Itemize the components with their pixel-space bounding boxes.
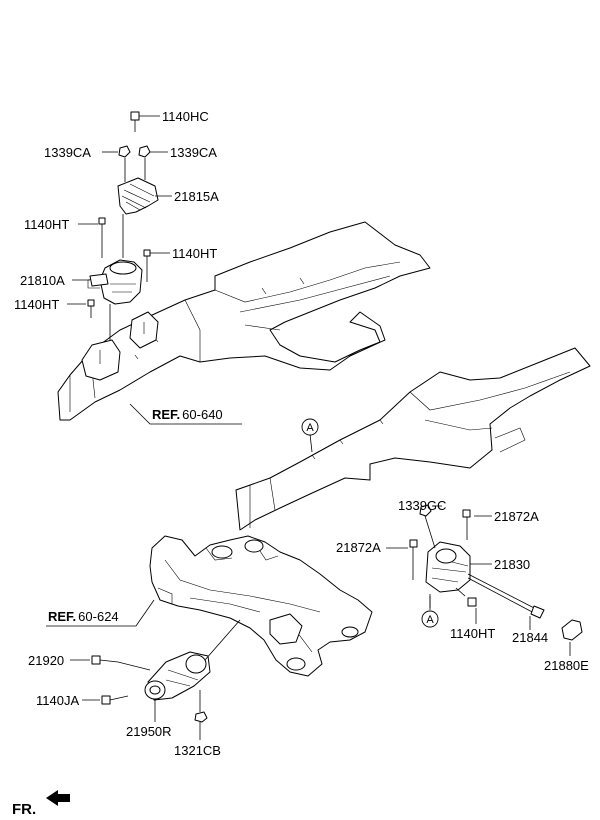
label-1140ht-right: 1140HT	[172, 246, 217, 261]
label-1339ca-left: 1339CA	[44, 145, 91, 160]
ref-60-640: REF.60-640	[152, 407, 223, 422]
ref-60-624-number: 60-624	[78, 609, 118, 624]
ref-60-624: REF.60-624	[48, 609, 119, 624]
marker-a-upper: A	[301, 418, 319, 436]
roll-rod-mount	[91, 619, 241, 723]
ref-60-640-number: 60-640	[182, 407, 222, 422]
label-21880e: 21880E	[544, 658, 589, 673]
label-21920: 21920	[28, 653, 64, 668]
label-1140ht-low: 1140HT	[14, 297, 59, 312]
fr-label: FR.	[12, 801, 36, 818]
label-21872a-right: 21872A	[494, 509, 539, 524]
label-21815a: 21815A	[174, 189, 219, 204]
label-21830: 21830	[494, 557, 530, 572]
rail-mount-bracket	[81, 311, 159, 381]
label-21810a: 21810A	[20, 273, 65, 288]
label-21872a-left: 21872A	[336, 540, 381, 555]
transmission-mount	[409, 504, 583, 641]
label-1140ht-top: 1140HT	[24, 217, 69, 232]
label-1339ca-right: 1339CA	[170, 145, 217, 160]
marker-a-upper-text: A	[306, 422, 314, 434]
sub-frame	[149, 535, 373, 677]
label-1140ht-rear: 1140HT	[450, 626, 495, 641]
rear-side-member	[235, 347, 591, 531]
label-1140ja: 1140JA	[36, 693, 79, 708]
front-side-member	[57, 221, 431, 421]
front-direction-indicator: FR.	[12, 790, 70, 818]
label-21844: 21844	[512, 630, 548, 645]
ref-60-624-prefix: REF.	[48, 609, 76, 624]
label-1339gc: 1339GC	[398, 498, 446, 513]
leader-lines	[46, 115, 571, 740]
label-1140hc: 1140HC	[162, 109, 209, 124]
label-1321cb: 1321CB	[174, 743, 221, 758]
label-21950r: 21950R	[126, 724, 172, 739]
front-arrow-icon	[46, 790, 70, 806]
engine-mount-upper	[87, 111, 159, 340]
ref-60-640-prefix: REF.	[152, 407, 180, 422]
marker-a-lower-text: A	[426, 614, 434, 626]
marker-a-lower: A	[421, 610, 439, 628]
